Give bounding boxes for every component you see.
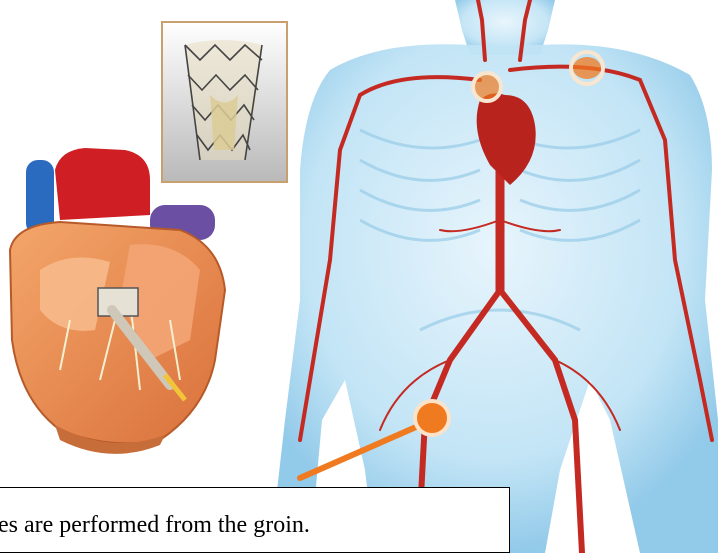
caption-text: dures are performed from the groin. <box>0 512 310 539</box>
human-body-illustration <box>270 0 718 553</box>
heart-cutaway-illustration <box>10 148 225 454</box>
valve-stent-photo <box>162 22 287 182</box>
access-point-marker <box>415 401 449 435</box>
caption-box: dures are performed from the groin. <box>0 487 510 553</box>
